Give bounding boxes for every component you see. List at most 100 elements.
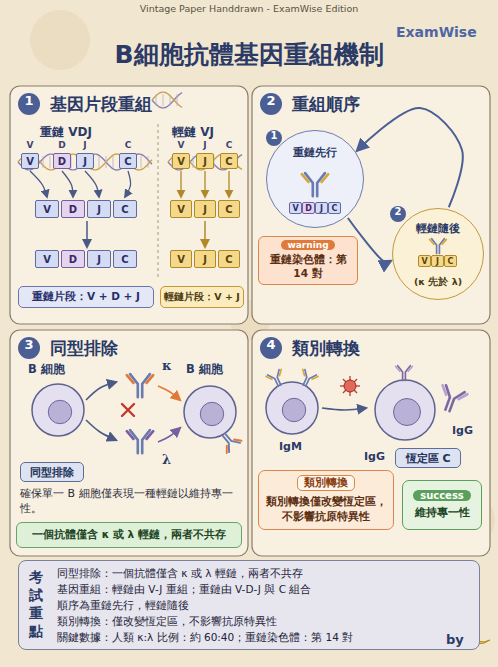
- dna-rung: [113, 156, 114, 168]
- node-text: 重鏈染色體：第 14 對: [264, 252, 352, 280]
- paper-stain: [30, 10, 90, 70]
- b-cell: [184, 386, 236, 438]
- b-cell: [32, 384, 84, 436]
- tag-box: 恆定區 C: [395, 448, 461, 468]
- node-heading: J: [203, 254, 207, 265]
- chain-label: 輕鏈 VJ: [172, 124, 214, 141]
- antibody-icon: [216, 428, 242, 453]
- node-text: 基因重組：輕鏈由 V-J 重組；重鏈由 V-D-J 與 C 組合: [57, 581, 353, 597]
- gene-segment: J: [315, 202, 328, 214]
- chain-label: 重鏈 VDJ: [40, 124, 92, 141]
- node-heading: 類別轉換: [297, 475, 355, 491]
- node-heading: D: [58, 156, 66, 167]
- node-heading: D: [69, 254, 77, 265]
- exam-points-box: 考試重點同型排除：一個抗體僅含 κ 或 λ 輕鏈，兩者不共存基因重組：輕鏈由 V…: [18, 560, 480, 650]
- node-heading: C: [332, 204, 338, 213]
- dna-rung: [148, 156, 149, 168]
- gene-segment: J: [87, 200, 111, 218]
- gene-segment: C: [444, 255, 457, 267]
- cell-label: B 細胞: [28, 362, 65, 377]
- note-box: 類別轉換類別轉換僅改變恆定區，不影響抗原特異性: [258, 470, 394, 530]
- flow-arrow: [357, 108, 463, 207]
- arrow: [30, 171, 47, 197]
- dna-rung: [156, 94, 157, 106]
- antibody-class: IgG: [452, 424, 473, 437]
- gene-segment: J: [87, 250, 111, 268]
- credit: by: [446, 632, 464, 647]
- node-heading: 重鏈先行: [293, 145, 337, 160]
- b-cell: [375, 380, 435, 440]
- node-heading: J: [97, 254, 101, 265]
- arrow: [85, 171, 99, 197]
- gene-segment: J: [431, 255, 444, 267]
- circle-fill: [267, 131, 363, 227]
- light-chain: [266, 369, 283, 381]
- callout-number: 3: [18, 337, 40, 359]
- nucleus: [200, 402, 223, 425]
- gene-segment: J: [76, 153, 94, 169]
- antibody-icon: [430, 239, 447, 254]
- light-chain: [440, 385, 467, 401]
- antibody-icon: [266, 369, 287, 389]
- nucleus: [48, 400, 71, 423]
- node-heading: V: [43, 204, 51, 215]
- antibody-class: IgG: [364, 450, 385, 463]
- step-circle: 重鏈先行VDJC: [266, 130, 364, 228]
- node-heading: 類別轉換: [292, 337, 482, 360]
- node-heading: C: [225, 254, 232, 265]
- gene-segment: J: [196, 153, 214, 169]
- gene-segment: C: [119, 153, 137, 169]
- antibody-icon: [302, 173, 328, 196]
- heavy-chain: [438, 385, 465, 413]
- b-cell: [266, 382, 318, 434]
- heavy-chain: [130, 374, 150, 397]
- gene-segment: V: [35, 250, 59, 268]
- gene-segment: C: [220, 153, 238, 169]
- node-heading: 一個抗體僅含 κ 或 λ 輕鏈，兩者不共存: [32, 528, 226, 542]
- heavy-chain: [130, 430, 150, 453]
- section-panel: 基因片段重組VDJCVDJCVDJCVJCVJCVJC重鏈片段：V + D + …: [10, 86, 248, 324]
- arrow: [158, 428, 180, 442]
- node-heading: C: [225, 204, 232, 215]
- dna-rung: [141, 156, 142, 168]
- node-heading: 輕鏈隨後: [416, 221, 460, 236]
- antibody-class: IgM: [279, 440, 302, 453]
- dna-rung: [43, 156, 44, 168]
- arrow: [180, 171, 181, 197]
- gene-segment: V: [21, 153, 39, 169]
- light-chain: [223, 436, 241, 453]
- gene-segment: V: [172, 153, 190, 169]
- node-heading: 恆定區 C: [406, 451, 451, 466]
- nucleus: [282, 398, 305, 421]
- dna-rung: [193, 156, 194, 168]
- antibody-icon: [127, 374, 153, 397]
- node-heading: 考試重點: [29, 569, 43, 641]
- gene-segment: V: [170, 200, 192, 218]
- dna-strand: [152, 93, 182, 108]
- section-panel: 重組順序重鏈先行VDJCwarning重鏈染色體：第 14 對輕鏈隨後(κ 先於…: [252, 86, 490, 324]
- light-chain: [430, 239, 447, 244]
- node-heading: success: [413, 490, 471, 501]
- node-heading: C: [225, 156, 232, 167]
- node-heading: 基因片段重組: [50, 93, 240, 116]
- callout-number: 4: [260, 337, 282, 359]
- node-heading: V: [177, 254, 185, 265]
- gene-segment: D: [302, 202, 315, 214]
- gene-segment: V: [35, 200, 59, 218]
- panel-frame: [10, 86, 248, 324]
- segment-letter: V: [175, 140, 187, 150]
- tag-box: 同型排除: [20, 462, 84, 482]
- node-heading: warning: [281, 240, 334, 250]
- arrow: [158, 386, 180, 400]
- gene-segment: J: [194, 200, 216, 218]
- step-circle: 輕鏈隨後(κ 先於 λ)VJC: [392, 208, 484, 300]
- heavy-chain: [398, 366, 411, 381]
- node-heading: 同型排除: [50, 337, 240, 360]
- arrow: [86, 382, 116, 400]
- callout-number: 1: [266, 130, 282, 146]
- antibody-icon: [297, 369, 318, 389]
- text-column: 同型排除：一個抗體僅含 κ 或 λ 輕鏈，兩者不共存基因重組：輕鏈由 V-J 重…: [57, 565, 353, 645]
- header-note: Vintage Paper Handdrawn - ExamWise Editi…: [0, 3, 498, 14]
- heavy-chain: [218, 430, 240, 452]
